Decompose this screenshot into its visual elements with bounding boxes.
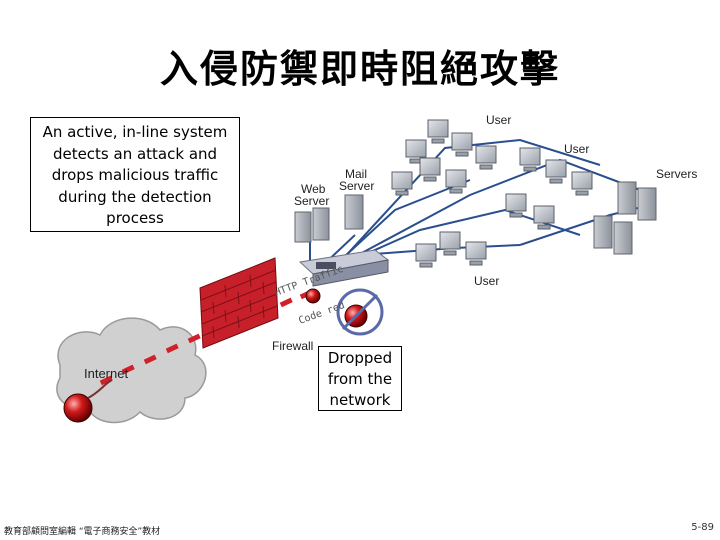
servers-icon xyxy=(593,181,657,255)
user-label-mid: User xyxy=(564,142,590,156)
workstation-icons xyxy=(391,119,593,268)
internet-label: Internet xyxy=(84,366,129,381)
user-label-bottom: User xyxy=(474,274,500,288)
web-server-icon xyxy=(294,207,330,243)
web-server-label-line2: Server xyxy=(294,194,330,208)
slide-title: 入侵防禦即時阻絕攻擊 xyxy=(159,47,560,91)
bomb-icon-internet xyxy=(63,379,113,423)
description-callout: An active, in-line system detects an att… xyxy=(30,117,240,232)
blocked-bomb-icon xyxy=(336,288,384,336)
firewall xyxy=(199,257,279,349)
bomb-icon-traffic xyxy=(305,288,321,304)
ips-appliance xyxy=(298,249,390,287)
footer-credit: 教育部顧問室編輯 “電子商務安全”教材 xyxy=(4,527,161,537)
mail-server-icon xyxy=(344,194,364,230)
user-label-top: User xyxy=(486,113,512,127)
dropped-callout: Dropped from the network xyxy=(318,346,402,411)
page-number: 5-89 xyxy=(691,522,714,533)
web-server-label-line1: Web xyxy=(301,182,326,196)
servers-label: Servers xyxy=(656,167,698,181)
mail-server-label-line2: Server xyxy=(339,179,375,193)
firewall-label: Firewall xyxy=(272,339,314,353)
mail-server-label-line1: Mail xyxy=(345,167,368,181)
